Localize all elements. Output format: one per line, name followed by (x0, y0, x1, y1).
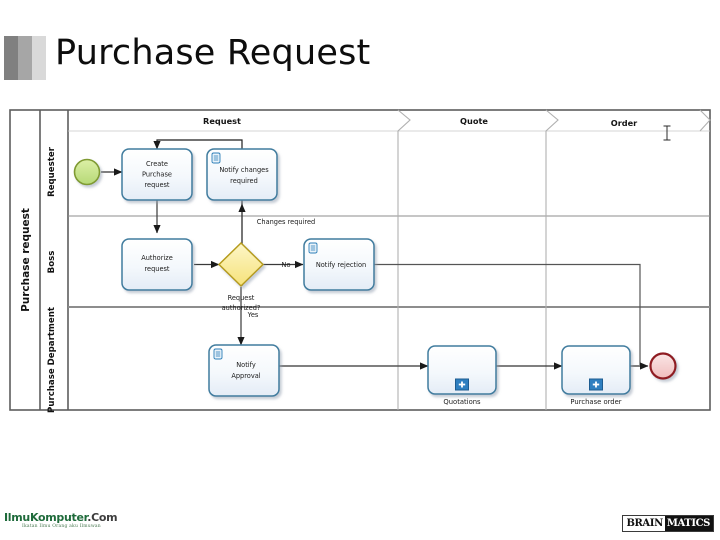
subprocess-label: Quotations (443, 398, 481, 406)
title-mark-2 (18, 36, 32, 80)
lane-label-boss: Boss (47, 251, 57, 274)
task-label-line: request (144, 265, 169, 273)
gateway-request-authorized[interactable]: Request authorized? (217, 241, 265, 312)
subprocess-quotations[interactable]: Quotations (427, 345, 497, 406)
gateway-label-line: Request (228, 294, 255, 302)
phase-dividers (397, 109, 711, 410)
ilmukomputer-logo: IlmuKomputer.Com (4, 511, 118, 524)
task-label-line: required (230, 177, 258, 185)
start-event[interactable] (73, 158, 101, 186)
plus-marker (455, 378, 469, 391)
title-decoration-marks (4, 36, 46, 80)
flow-label-changes-required: Changes required (257, 218, 315, 226)
task-label-line: Create (146, 160, 168, 168)
pool-label: Purchase request (20, 208, 32, 312)
brainmatics-logo: BRAIN MATICS (622, 515, 714, 532)
ilmukomputer-logo-name: IlmuKomputer (4, 511, 88, 524)
flow-label-no: No (282, 261, 291, 269)
task-notify-rejection[interactable]: Notify rejection (303, 238, 375, 291)
page-title: Purchase Request (55, 33, 371, 73)
user-task-icon (213, 348, 223, 360)
task-label-line: Authorize (141, 254, 173, 262)
phase-label-request: Request (203, 116, 241, 126)
user-task-icon (211, 152, 221, 164)
text-ibeam-cursor (663, 125, 671, 141)
ilmukomputer-tagline: Ikatan Ilmu Orang aku Ilmuwan (22, 524, 101, 529)
task-create-purchase-request[interactable]: Create Purchase request (121, 148, 193, 201)
subprocess-label: Purchase order (570, 398, 621, 406)
task-label-line: Notify changes (219, 166, 269, 174)
phase-label-quote: Quote (460, 116, 488, 126)
title-mark-1 (4, 36, 18, 80)
gateway-label-line: authorized? (222, 304, 261, 312)
lane-label-requester: Requester (47, 146, 57, 197)
phase-label-order: Order (611, 118, 638, 128)
task-label-line: Notify rejection (316, 261, 366, 269)
task-notify-changes-required[interactable]: Notify changes required (206, 148, 278, 201)
brainmatics-logo-part-a: BRAIN (626, 518, 663, 529)
plus-marker (589, 378, 603, 391)
user-task-icon (308, 242, 318, 254)
task-label-line: Notify (236, 361, 256, 369)
task-label-line: Purchase (142, 171, 172, 179)
bpmn-diagram: Purchase request Requester Boss Purchase… (0, 104, 720, 414)
task-label-line: Approval (231, 372, 260, 380)
task-notify-approval[interactable]: Notify Approval (208, 344, 280, 397)
footer-left-logo: IlmuKomputer.Com Ikatan Ilmu Orang aku I… (4, 511, 118, 529)
lane-label-purchase-department: Purchase Department (47, 307, 57, 413)
task-label-line: request (144, 181, 169, 189)
title-mark-3 (32, 36, 46, 80)
task-authorize-request[interactable]: Authorize request (121, 238, 193, 291)
end-event[interactable] (649, 352, 677, 380)
flow-label-yes: Yes (247, 311, 259, 319)
ilmukomputer-logo-suffix: .Com (87, 511, 118, 524)
slide-title-bar: Purchase Request (0, 0, 720, 100)
lane-separators (68, 130, 710, 308)
brainmatics-logo-part-b: MATICS (664, 516, 713, 531)
subprocess-purchase-order[interactable]: Purchase order (561, 345, 631, 406)
